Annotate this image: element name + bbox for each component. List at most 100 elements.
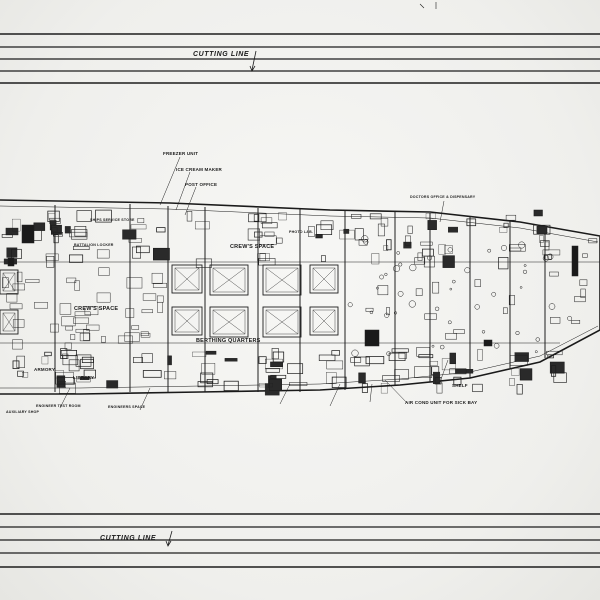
- compartment: [449, 352, 456, 365]
- berthing-block: [171, 306, 203, 336]
- fixture-round: [452, 279, 456, 284]
- compartment: [259, 253, 266, 262]
- berthing-block: [309, 264, 339, 294]
- berthing-block-inner: [212, 267, 246, 293]
- store-fixture: [140, 331, 149, 336]
- compartment: [434, 377, 442, 385]
- compartment: [546, 350, 563, 356]
- bracing: [212, 267, 246, 293]
- fixture-round: [439, 344, 445, 350]
- fixture-round: [384, 312, 390, 318]
- store-fixture: [73, 317, 89, 324]
- fixture-round: [379, 274, 384, 280]
- berthing-block: [262, 264, 302, 296]
- compartment: [466, 218, 477, 227]
- compartment: [533, 209, 543, 217]
- callout-leader: [175, 171, 191, 211]
- photo-lab-label: PHOTO LAB.: [289, 230, 314, 234]
- compartment: [264, 231, 275, 237]
- store-fixture: [84, 306, 99, 316]
- compartment: [453, 376, 462, 386]
- air-cond-unit-label: AIR COND UNIT FOR SICK BAY: [405, 400, 478, 405]
- compartment: [270, 374, 287, 379]
- compartment: [343, 228, 350, 234]
- fixture-round: [534, 350, 538, 354]
- fixture-round: [427, 255, 433, 261]
- compartment: [95, 209, 112, 223]
- compartment: [68, 359, 80, 372]
- store-fixture: [98, 267, 110, 276]
- fixture: [445, 333, 457, 340]
- armory-label: ARMORY: [34, 367, 56, 372]
- compartment: [257, 253, 270, 261]
- fixture: [424, 313, 437, 320]
- compartment: [510, 355, 528, 366]
- compartment: [448, 226, 458, 233]
- compartment: [326, 360, 344, 370]
- compartment: [272, 351, 285, 363]
- store-fixture: [25, 279, 40, 283]
- compartment: [12, 360, 20, 369]
- compartment: [331, 350, 340, 356]
- engineer-test-room-label: ENGINEER TEST ROOM: [36, 404, 81, 408]
- store-fixture: [141, 309, 153, 314]
- callout-leader: [439, 200, 445, 223]
- top-cutting-line-band: [0, 33, 600, 84]
- fixture-round: [393, 311, 398, 315]
- bracing: [2, 272, 16, 292]
- compartment: [514, 352, 529, 362]
- doctors-office-label: DOCTORS OFFICE & DISPENSARY: [410, 195, 476, 199]
- compartment: [438, 244, 446, 255]
- compartment: [358, 372, 366, 384]
- compartment: [260, 217, 273, 224]
- fixture: [414, 257, 426, 265]
- compartment: [45, 253, 59, 261]
- compartment: [377, 223, 385, 237]
- compartment: [259, 235, 277, 246]
- berthing-block-inner: [312, 309, 336, 333]
- fixture-round: [547, 253, 554, 260]
- compartment: [354, 228, 364, 241]
- compartment: [331, 376, 347, 388]
- berthing-block: [309, 306, 339, 336]
- compartment: [186, 211, 193, 222]
- compartment: [449, 368, 467, 375]
- fixture: [544, 241, 550, 251]
- fixture-round: [464, 267, 471, 274]
- compartment: [391, 348, 409, 353]
- battalion-locker-label: BATTALION LOCKER: [74, 243, 114, 247]
- compartment: [289, 382, 308, 386]
- store-fixture: [9, 303, 23, 310]
- ships-service-store-label: SHIPS SERVICE STORE: [90, 218, 135, 222]
- compartment: [407, 225, 413, 234]
- compartment: [533, 224, 551, 235]
- compartment: [383, 245, 389, 251]
- berthing-block: [171, 264, 203, 294]
- compartment: [270, 361, 283, 368]
- bracing: [212, 309, 246, 335]
- store-fixture: [86, 324, 100, 331]
- fixture-round: [515, 330, 520, 336]
- fixture: [571, 320, 581, 324]
- compartment: [505, 214, 517, 221]
- store-fixture: [74, 280, 80, 291]
- compartment: [429, 361, 438, 366]
- store-fixture: [70, 334, 76, 340]
- compartment: [553, 372, 567, 383]
- fixture-round: [449, 287, 453, 291]
- bottom-cutting-line-band: [0, 513, 600, 568]
- fixture: [405, 235, 411, 246]
- compartment: [316, 224, 333, 235]
- fixture-round: [481, 330, 486, 334]
- compartment: [254, 231, 263, 238]
- compartment: [271, 348, 279, 360]
- compartment: [81, 356, 94, 363]
- compartment: [223, 380, 239, 391]
- fixture-round: [397, 290, 404, 297]
- compartment: [62, 353, 69, 359]
- compartment: [503, 222, 509, 228]
- fixture: [549, 271, 559, 277]
- compartment: [247, 228, 260, 241]
- store-fixture: [79, 332, 91, 342]
- bracing: [174, 267, 200, 291]
